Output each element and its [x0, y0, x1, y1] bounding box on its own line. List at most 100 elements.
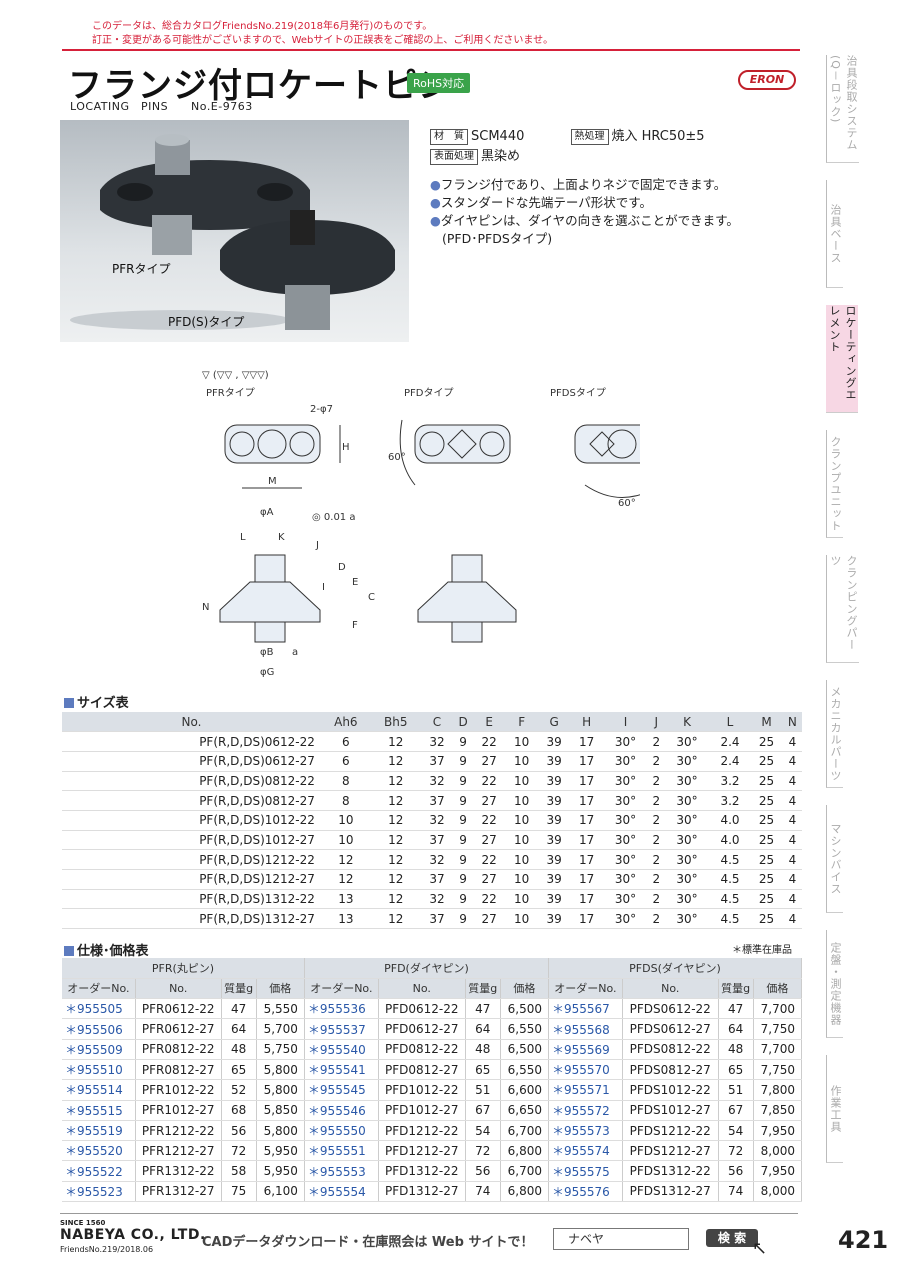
table-cell: PF(R,D,DS)1212-22	[62, 849, 321, 870]
table-cell: 4.0	[709, 810, 751, 831]
sidebar-tab[interactable]: クランピングパーツ	[826, 555, 859, 663]
svg-text:D: D	[338, 562, 346, 573]
svg-text:φB: φB	[260, 647, 274, 658]
heat-tag: 熱処理	[570, 128, 609, 145]
table-cell: 30°	[664, 751, 710, 772]
category-sidebar: 治具段取システム(Q－ロック) 治具ベースロケーティングエレメントクランプユニット…	[826, 55, 900, 1180]
table-cell: 17	[570, 751, 603, 772]
sidebar-tab[interactable]: 治具段取システム(Q－ロック)	[826, 55, 859, 163]
stock-note: ＊標準在庫品	[732, 945, 792, 956]
search-button[interactable]: 検 索	[706, 1229, 758, 1247]
table-cell: PFD1212-27	[378, 1140, 466, 1162]
price-header-cell: No.	[135, 978, 222, 1000]
table-cell: 25	[750, 889, 783, 910]
table-cell: 64	[718, 1018, 754, 1040]
table-cell: 37	[420, 869, 454, 890]
table-cell: 37	[420, 790, 454, 811]
rohs-badge: RoHS対応	[407, 73, 471, 93]
price-header-cell: 価格	[256, 978, 305, 1000]
table-cell: 51	[718, 1079, 754, 1101]
table-cell: 67	[718, 1100, 754, 1121]
size-header-cell: H	[570, 712, 603, 733]
table-cell: 4.0	[709, 830, 751, 851]
search-input[interactable]: ナベヤ	[553, 1228, 689, 1250]
price-header-cell: オーダーNo.	[304, 978, 379, 1000]
order-number: ＊955537	[304, 1018, 379, 1040]
table-cell: 12	[320, 869, 371, 890]
sidebar-tab[interactable]: クランプユニット	[826, 430, 843, 538]
svg-text:M: M	[268, 476, 277, 487]
table-cell: 8,000	[753, 1140, 803, 1162]
table-cell: 4	[782, 908, 802, 930]
table-cell: 51	[465, 1079, 501, 1101]
table-cell: 30°	[602, 889, 649, 910]
order-number: ＊955554	[304, 1181, 379, 1203]
sidebar-tab[interactable]: 治具ベース	[826, 180, 843, 288]
table-cell: 6,600	[500, 1079, 549, 1101]
order-number: ＊955546	[304, 1100, 379, 1121]
table-cell: 30°	[602, 830, 649, 851]
order-number: ＊955515	[62, 1100, 136, 1121]
table-cell: 12	[320, 849, 371, 870]
table-cell: 65	[718, 1059, 754, 1081]
finish-symbol: ▽ (▽▽ , ▽▽▽)	[202, 370, 269, 381]
order-number: ＊955571	[548, 1079, 623, 1101]
sidebar-tab[interactable]: 作業工具	[826, 1055, 843, 1163]
table-cell: 4.5	[709, 869, 751, 890]
table-cell: 25	[750, 731, 783, 752]
surface-value: 黒染め	[481, 149, 521, 164]
table-cell: 27	[472, 790, 506, 811]
sidebar-tab[interactable]: マシンバイス	[826, 805, 843, 913]
size-table-title: サイズ表	[64, 692, 129, 711]
sidebar-tab[interactable]: ロケーティングエレメント	[826, 305, 858, 413]
table-cell: 54	[718, 1120, 754, 1142]
table-cell: 2	[648, 790, 665, 811]
sidebar-tab[interactable]: 定盤・測定機器	[826, 930, 843, 1038]
table-cell: 5,800	[256, 1120, 305, 1142]
table-cell: 9	[453, 908, 473, 930]
size-header-cell: E	[472, 712, 506, 733]
table-cell: 12	[370, 849, 421, 870]
table-cell: PFDS1012-27	[622, 1100, 719, 1121]
table-cell: 32	[420, 849, 454, 870]
table-cell: 9	[453, 830, 473, 851]
table-cell: 22	[472, 810, 506, 831]
pfds-top-view: 60°	[574, 424, 640, 509]
side-view: φA ◎ 0.01 a φB a φG N C D E F J K I L	[202, 507, 375, 678]
table-cell: 65	[221, 1059, 257, 1081]
table-cell: PFD1312-22	[378, 1160, 466, 1182]
table-cell: 48	[221, 1039, 257, 1060]
table-cell: PFDS1012-22	[622, 1079, 719, 1101]
table-cell: 9	[453, 869, 473, 890]
table-cell: PFR0612-22	[135, 998, 222, 1020]
table-cell: 30°	[664, 731, 710, 752]
price-header-cell: 価格	[753, 978, 803, 1000]
table-cell: 74	[718, 1181, 754, 1203]
table-cell: 3.2	[709, 790, 751, 811]
sidebar-tab[interactable]: メカニカルパーツ	[826, 680, 843, 788]
table-cell: PFDS0612-22	[622, 998, 719, 1020]
table-cell: 39	[537, 751, 571, 772]
table-cell: 4.5	[709, 889, 751, 910]
table-cell: 6,700	[500, 1160, 549, 1182]
table-cell: 4.5	[709, 908, 751, 930]
table-cell: 27	[472, 869, 506, 890]
table-cell: 39	[537, 869, 571, 890]
table-cell: 2	[648, 810, 665, 831]
table-cell: 25	[750, 810, 783, 831]
size-header-cell: M	[750, 712, 783, 733]
table-cell: 22	[472, 889, 506, 910]
table-cell: PF(R,D,DS)1212-27	[62, 869, 321, 890]
table-cell: 8,000	[753, 1181, 803, 1203]
table-cell: 2.4	[709, 751, 751, 772]
heat-value: 焼入 HRC50±5	[611, 129, 705, 144]
price-header-cell: 質量g	[718, 978, 754, 1000]
price-table-title: 仕様･価格表	[64, 940, 149, 959]
svg-text:K: K	[278, 532, 285, 543]
size-header-cell: No.	[62, 712, 321, 733]
